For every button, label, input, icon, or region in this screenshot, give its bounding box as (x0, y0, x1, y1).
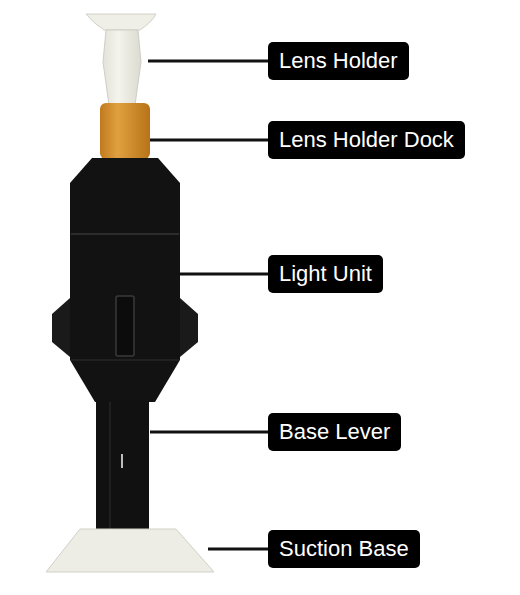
body-seam (71, 359, 179, 361)
leader-line (178, 273, 270, 276)
side-knob (180, 298, 198, 357)
leader-line (150, 431, 270, 434)
leader-line (148, 60, 270, 63)
lens-holder-stem (103, 30, 141, 105)
suction-base (46, 529, 214, 572)
part-label-text: Light Unit (279, 260, 372, 288)
lever-mark (121, 454, 123, 468)
lens-holder-cup (86, 14, 156, 30)
part-label-box: Suction Base (268, 530, 420, 568)
part-label-box: Lens Holder Dock (268, 121, 465, 159)
part-label-text: Base Lever (279, 418, 390, 446)
switch-window (116, 296, 134, 356)
part-label-box: Light Unit (268, 255, 383, 293)
part-label-box: Lens Holder (268, 42, 409, 80)
side-knob (52, 298, 70, 357)
part-label-text: Lens Holder Dock (279, 126, 454, 154)
leader-line (150, 139, 270, 142)
light-unit-body (70, 158, 180, 402)
part-label-box: Base Lever (268, 413, 401, 451)
part-label-text: Suction Base (279, 535, 409, 563)
lever-edge (109, 402, 111, 530)
leader-line (208, 548, 270, 551)
body-seam (71, 233, 179, 235)
lens-holder-dock (100, 103, 150, 159)
base-lever (96, 400, 149, 532)
part-label-text: Lens Holder (279, 47, 398, 75)
